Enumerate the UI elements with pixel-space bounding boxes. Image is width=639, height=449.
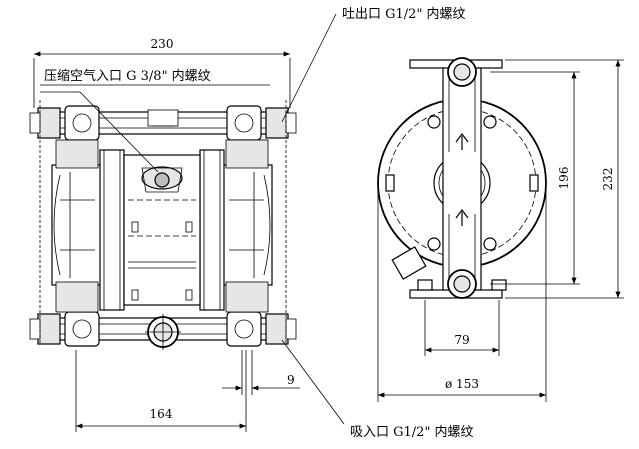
dim-overall-width: 230 [33,37,291,108]
air-valve-body [123,154,201,306]
top-manifold [29,105,297,141]
dim-overall-depth: ø 153 [377,183,547,402]
dim-port-height: 196 [490,71,580,285]
air-inlet-callout: 压缩空气入口 G 3/8" 内螺纹 [40,68,270,173]
side-view [377,57,547,299]
dim-base-spacing: 164 [75,350,247,432]
outlet-label: 吐出口 G1/2" 内螺纹 [342,6,466,22]
dim-232-label: 232 [601,168,615,191]
right-chamber [199,139,273,313]
front-view [29,100,297,350]
dim-230-label: 230 [151,37,174,51]
dim-164-label: 164 [150,407,173,421]
bottom-manifold [29,311,297,350]
dim-196-label: 196 [557,167,571,190]
inlet-label: 吸入口 G1/2" 内螺纹 [350,424,474,440]
left-chamber [51,139,125,313]
dim-153-label: ø 153 [445,377,479,391]
inlet-callout: 吸入口 G1/2" 内螺纹 [281,339,474,440]
dim-foot-width: 9 [222,350,300,395]
dim-overall-height: 232 [505,59,624,299]
dim-flange-width: 79 [424,300,500,356]
dim-9-label: 9 [287,373,295,387]
air-inlet-label: 压缩空气入口 G 3/8" 内螺纹 [44,68,211,84]
outlet-callout: 吐出口 G1/2" 内螺纹 [281,6,466,123]
dim-79-label: 79 [454,333,469,347]
